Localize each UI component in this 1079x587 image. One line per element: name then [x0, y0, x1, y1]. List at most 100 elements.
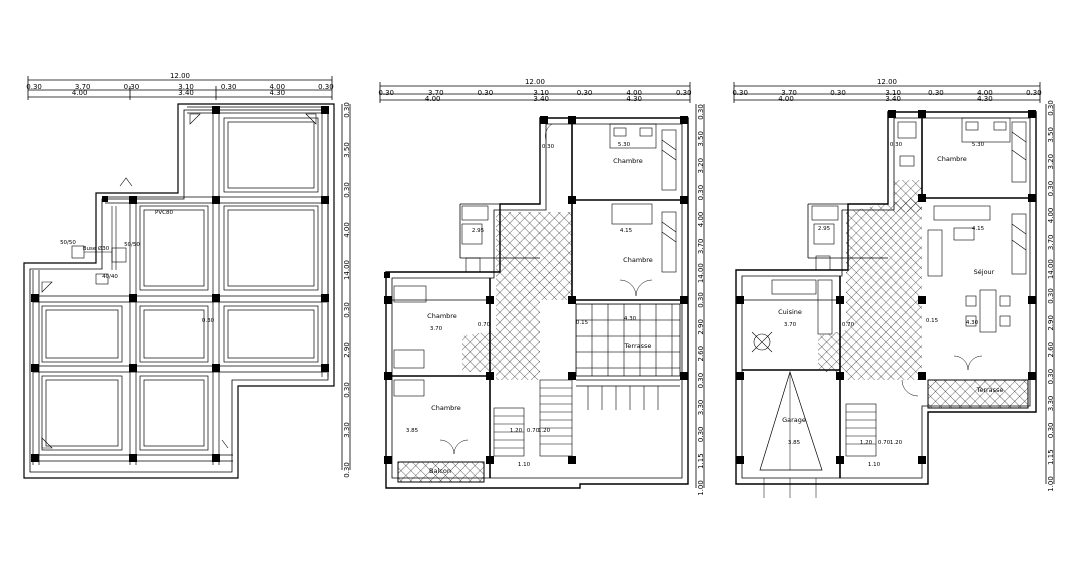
- dimension-label: 3.70: [75, 83, 91, 91]
- dimension-label: 4.15: [620, 228, 633, 234]
- ground-columns: [736, 110, 1036, 464]
- floor1-dimension-top: [379, 82, 691, 103]
- vertical-dimension-label: 1.15: [697, 453, 705, 469]
- dimension-label: 0.30: [26, 83, 42, 91]
- room-label: Chambre: [937, 155, 967, 163]
- total-width-label: 12.00: [525, 78, 545, 86]
- dimension-label: 0.30: [732, 89, 748, 97]
- dimension-label: 0.70: [527, 428, 540, 434]
- dimension-label: 4.00: [778, 95, 794, 103]
- dimension-label: 4.30: [966, 320, 979, 326]
- dimension-label: 3.70: [430, 326, 443, 332]
- vertical-dimension-label: 3.20: [1047, 154, 1055, 170]
- dimension-label: 0.70: [878, 440, 891, 446]
- vertical-dimension-label: 3.50: [697, 131, 705, 147]
- pipe-label: Buse Ø30: [83, 245, 110, 252]
- dimension-label: 3.40: [533, 95, 549, 103]
- vertical-dimension-label: 3.50: [1047, 127, 1055, 143]
- dimension-label: 4.00: [72, 89, 88, 97]
- vertical-dimension-label: 14.00: [1047, 259, 1055, 279]
- dimension-label: 3.70: [784, 322, 797, 328]
- dimension-label: 0.30: [202, 318, 215, 324]
- dimension-label: 4.00: [425, 95, 441, 103]
- total-width-label: 12.00: [170, 72, 190, 80]
- first-floor-plan: [379, 82, 705, 489]
- dimension-label: 0.30: [1026, 89, 1042, 97]
- vertical-dimension-label: 0.30: [697, 104, 705, 120]
- vertical-dimension-label: 14.00: [343, 260, 351, 280]
- vertical-dimension-label: 0.30: [697, 292, 705, 308]
- room-label: Chambre: [431, 404, 461, 412]
- dimension-label: 4.30: [626, 95, 642, 103]
- room-label: Terrasse: [976, 386, 1004, 394]
- room-label: Séjour: [974, 268, 995, 276]
- vertical-dimension-label: 4.00: [1047, 208, 1055, 224]
- vertical-dimension-label: 4.00: [697, 212, 705, 228]
- dimension-label: 4.15: [972, 226, 985, 232]
- room-label: Chambre: [623, 256, 653, 264]
- vertical-dimension-label: 0.30: [343, 102, 351, 118]
- dimension-label: 5.30: [972, 142, 985, 148]
- vertical-dimension-label: 1.00: [697, 480, 705, 496]
- vertical-dimension-label: 3.30: [697, 400, 705, 416]
- dimension-label: 5.30: [618, 142, 631, 148]
- dimension-label: 0.70: [842, 322, 855, 328]
- dimension-label: 3.70: [781, 89, 797, 97]
- dimension-label: 2.95: [818, 226, 831, 232]
- vertical-dimension-label: 0.30: [1047, 288, 1055, 304]
- vertical-dimension-label: 2.60: [1047, 342, 1055, 358]
- dimension-label: 1.20: [860, 440, 873, 446]
- dimension-label: 3.85: [406, 428, 419, 434]
- dimension-label: 3.40: [885, 95, 901, 103]
- dimension-label: 3.10: [533, 89, 549, 97]
- dimension-label: 0.30: [378, 89, 394, 97]
- dimension-label: 0.70: [478, 322, 491, 328]
- dimension-label: 2.95: [472, 228, 485, 234]
- vertical-dimension-label: 0.30: [343, 462, 351, 478]
- vertical-dimension-label: 0.30: [697, 185, 705, 201]
- vertical-dimension-label: 3.70: [697, 238, 705, 254]
- room-label: Balcon: [429, 467, 451, 475]
- dimension-label: 0.30: [542, 144, 555, 150]
- dimension-label: 0.15: [926, 318, 939, 324]
- vertical-dimension-label: 4.00: [343, 222, 351, 238]
- vertical-dimension-label: 0.30: [697, 426, 705, 442]
- floor1-columns: [384, 116, 688, 464]
- vertical-dimension-label: 0.30: [343, 182, 351, 198]
- dimension-label: 3.10: [885, 89, 901, 97]
- manhole-label: 50/50: [60, 240, 76, 246]
- dimension-label: 1.20: [890, 440, 903, 446]
- dimension-label: 4.00: [269, 83, 285, 91]
- room-label: Chambre: [427, 312, 457, 320]
- dimension-label: 3.85: [788, 440, 801, 446]
- ground-dimension-top: [733, 82, 1041, 103]
- vertical-dimension-label: 2.90: [343, 342, 351, 358]
- vertical-dimension-label: 0.30: [697, 373, 705, 389]
- dimension-label: 4.30: [624, 316, 637, 322]
- vertical-dimension-label: 3.70: [1047, 234, 1055, 250]
- vertical-dimension-label: 2.90: [697, 319, 705, 335]
- vertical-dimension-label: 1.00: [1047, 476, 1055, 492]
- dimension-label: 3.70: [428, 89, 444, 97]
- vertical-dimension-label: 2.60: [697, 346, 705, 362]
- pipe-label: PVC80: [155, 210, 173, 216]
- foundation-columns: [31, 106, 329, 462]
- room-label: Garage: [782, 416, 806, 424]
- dimension-label: 4.00: [977, 89, 993, 97]
- vertical-dimension-label: 1.15: [1047, 449, 1055, 465]
- room-label: Chambre: [613, 157, 643, 165]
- total-width-label: 12.00: [877, 78, 897, 86]
- vertical-dimension-label: 3.50: [343, 142, 351, 158]
- dimension-label: 0.15: [576, 320, 589, 326]
- dimension-label: 0.30: [577, 89, 593, 97]
- foundation-plan: [23, 76, 351, 479]
- vertical-dimension-label: 3.30: [343, 422, 351, 438]
- room-label: Cuisine: [778, 308, 802, 316]
- foundation-dimension-top: [27, 76, 333, 100]
- dimension-label: 0.30: [221, 83, 237, 91]
- dimension-label: 0.30: [830, 89, 846, 97]
- dimension-label: 0.30: [928, 89, 944, 97]
- dimension-label: 1.20: [510, 428, 523, 434]
- dimension-label: 1.10: [518, 462, 531, 468]
